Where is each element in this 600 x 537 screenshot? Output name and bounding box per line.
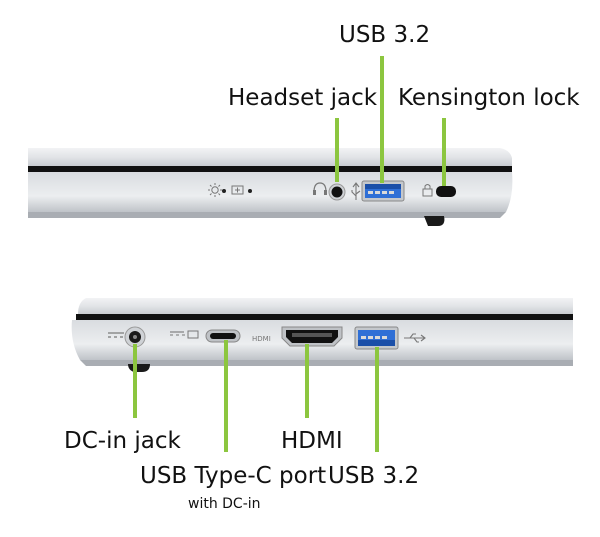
- leader-lines: [133, 56, 446, 452]
- dc-symbol-icon: [108, 332, 124, 338]
- laptop-left-side-view: HDMI: [71, 298, 574, 372]
- lid-edge: [28, 148, 512, 166]
- label-usb-type-c-port: USB Type-C port: [140, 463, 327, 489]
- display-seam: [28, 166, 512, 172]
- usb-type-c-port: [205, 329, 241, 343]
- display-seam: [76, 314, 573, 320]
- usb-3-2-port-right: [361, 180, 405, 202]
- headset-icon: [313, 182, 327, 195]
- battery-light-icon: [231, 185, 244, 195]
- thunderbolt-usb-c-icon: [170, 330, 199, 339]
- kensington-lock-slot: [436, 186, 456, 197]
- label-usb32-left: USB 3.2: [328, 463, 420, 489]
- label-usb-type-c-note: with DC-in: [188, 496, 261, 512]
- label-hdmi: HDMI: [281, 428, 343, 454]
- hdmi-port: [281, 326, 343, 347]
- power-led: [222, 189, 226, 193]
- label-dc-in-jack: DC-in jack: [64, 428, 181, 454]
- laptop-right-side-view: [28, 148, 513, 226]
- base-bottom: [28, 212, 506, 218]
- rubber-foot: [128, 364, 150, 372]
- rubber-foot: [424, 216, 445, 226]
- hdmi-logo-icon: HDMI: [252, 335, 271, 343]
- label-headset-jack: Headset jack: [228, 85, 378, 111]
- base-bottom: [80, 360, 573, 366]
- power-light-icon: [208, 183, 222, 197]
- lid-edge: [78, 298, 573, 314]
- headset-jack: [328, 183, 346, 201]
- usb-3-2-port-left: [354, 326, 399, 350]
- lock-icon: [422, 184, 433, 197]
- label-usb32-right: USB 3.2: [339, 22, 431, 48]
- usb-symbol-icon: [404, 333, 426, 343]
- usb-symbol-icon: [351, 182, 361, 200]
- label-kensington-lock: Kensington lock: [398, 85, 580, 111]
- hdmi-marking: HDMI: [252, 335, 271, 343]
- battery-led: [248, 189, 252, 193]
